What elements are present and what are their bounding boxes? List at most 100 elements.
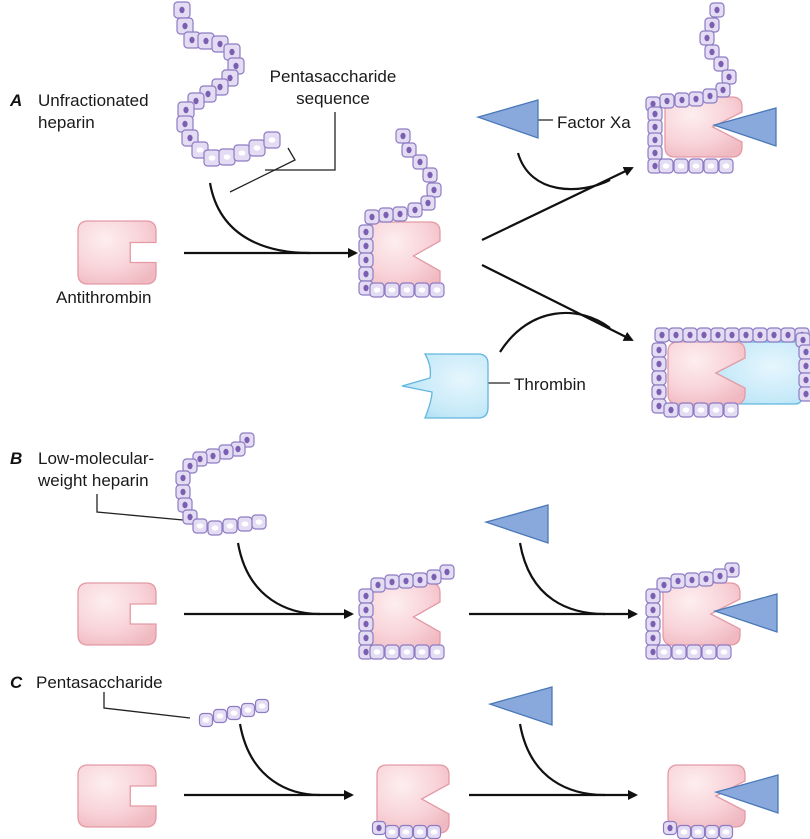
antithrombin-body <box>369 582 441 652</box>
saccharide-dot <box>662 163 670 169</box>
saccharide-dot <box>650 620 656 628</box>
saccharide-dot <box>417 158 423 166</box>
saccharide-dot <box>709 48 715 56</box>
saccharide-dot <box>255 519 263 525</box>
saccharide-dot <box>208 155 216 161</box>
arrow-c-xa-join <box>518 723 606 797</box>
saccharide-dot <box>652 162 658 170</box>
saccharide-dot <box>376 824 382 832</box>
saccharide-dot <box>697 407 705 413</box>
lmwh-chain <box>175 432 267 536</box>
saccharide-dot <box>430 829 438 835</box>
panel-c-labels: C Pentasaccharide <box>10 673 163 692</box>
saccharide-dot <box>431 186 437 194</box>
arrow-b-xa-join <box>518 542 606 616</box>
saccharide-dot <box>363 270 369 278</box>
saccharide-dot <box>660 649 668 655</box>
saccharide-dot <box>388 287 396 293</box>
saccharide-dot <box>692 163 700 169</box>
saccharide-dot <box>650 592 656 600</box>
saccharide-dot <box>785 331 791 339</box>
saccharide-dot <box>656 374 662 382</box>
antithrombin-body <box>77 582 157 646</box>
factor-xa-b <box>483 504 549 544</box>
saccharide-dot <box>363 228 369 236</box>
saccharide-dot <box>217 83 223 91</box>
saccharide-dot <box>656 388 662 396</box>
saccharide-dot <box>667 824 673 832</box>
saccharide-dot <box>652 149 658 157</box>
saccharide-dot <box>712 407 720 413</box>
saccharide-dot <box>233 62 239 70</box>
saccharide-dot <box>803 348 809 356</box>
arrow-b-heparin-join <box>236 542 321 616</box>
saccharide-dot <box>210 452 216 460</box>
saccharide-dot <box>705 649 713 655</box>
saccharide-dot <box>230 710 238 716</box>
antithrombin-c-activated <box>376 764 450 834</box>
saccharide-dot <box>717 572 723 580</box>
factor-xa-bound-b <box>712 593 778 633</box>
unfractionated-heparin-label-line2: heparin <box>38 113 95 132</box>
saccharide-dot <box>203 37 209 45</box>
saccharide-dot <box>659 331 665 339</box>
saccharide-dot <box>369 213 375 221</box>
pentasaccharide-bracket <box>229 147 296 193</box>
arrow-a-heparin-join <box>208 182 311 255</box>
factor-xa-label: Factor Xa <box>557 113 631 132</box>
saccharide-dot <box>718 60 724 68</box>
saccharide-dot <box>729 331 735 339</box>
saccharide-dot <box>729 566 735 574</box>
saccharide-dot <box>205 90 211 98</box>
saccharide-dot <box>425 199 431 207</box>
saccharide-dot <box>803 376 809 384</box>
saccharide-dot <box>722 163 730 169</box>
saccharide-dot <box>217 40 223 48</box>
panel-b-labels: B Low-molecular- weight heparin <box>10 449 154 490</box>
saccharide-dot <box>444 568 450 576</box>
saccharide-dot <box>363 592 369 600</box>
factor-xa-c <box>487 686 553 726</box>
saccharide-dot <box>803 362 809 370</box>
lmwh-bound-b-xa <box>645 562 740 660</box>
antithrombin-b-activated <box>369 582 441 652</box>
unfractionated-heparin-chain <box>173 1 281 167</box>
saccharide-dot <box>431 573 437 581</box>
saccharide-dot <box>244 707 252 713</box>
saccharide-dot <box>656 360 662 368</box>
arrow-a-thrombin-join <box>499 311 611 353</box>
antithrombin-body <box>369 221 441 291</box>
saccharide-dot <box>803 390 809 398</box>
saccharide-dot <box>223 154 231 160</box>
saccharide-dot <box>388 829 396 835</box>
saccharide-dot <box>682 407 690 413</box>
arrow-a-xa-join <box>516 152 611 191</box>
saccharide-dot <box>727 407 735 413</box>
saccharide-dot <box>363 606 369 614</box>
saccharide-dot <box>675 577 681 585</box>
saccharide-dot <box>363 620 369 628</box>
saccharide-dot <box>687 331 693 339</box>
saccharide-dot <box>673 331 679 339</box>
saccharide-dot <box>268 137 276 143</box>
saccharide-dot <box>180 488 186 496</box>
saccharide-dot <box>650 634 656 642</box>
saccharide-dot <box>226 523 234 529</box>
panel-letter-b: B <box>10 449 22 468</box>
saccharide-dot <box>680 829 688 835</box>
saccharide-dot <box>253 145 261 151</box>
saccharide-dot <box>689 576 695 584</box>
saccharide-dot <box>402 829 410 835</box>
saccharide-dot <box>406 146 412 154</box>
saccharide-dot <box>722 829 730 835</box>
saccharide-dot <box>656 346 662 354</box>
factor-xa-bound-c <box>713 774 779 814</box>
saccharide-dot <box>661 581 667 589</box>
saccharide-dot <box>189 36 195 44</box>
saccharide-dot <box>427 171 433 179</box>
saccharide-dot <box>182 120 188 128</box>
saccharide-dot <box>373 287 381 293</box>
saccharide-dot <box>757 331 763 339</box>
